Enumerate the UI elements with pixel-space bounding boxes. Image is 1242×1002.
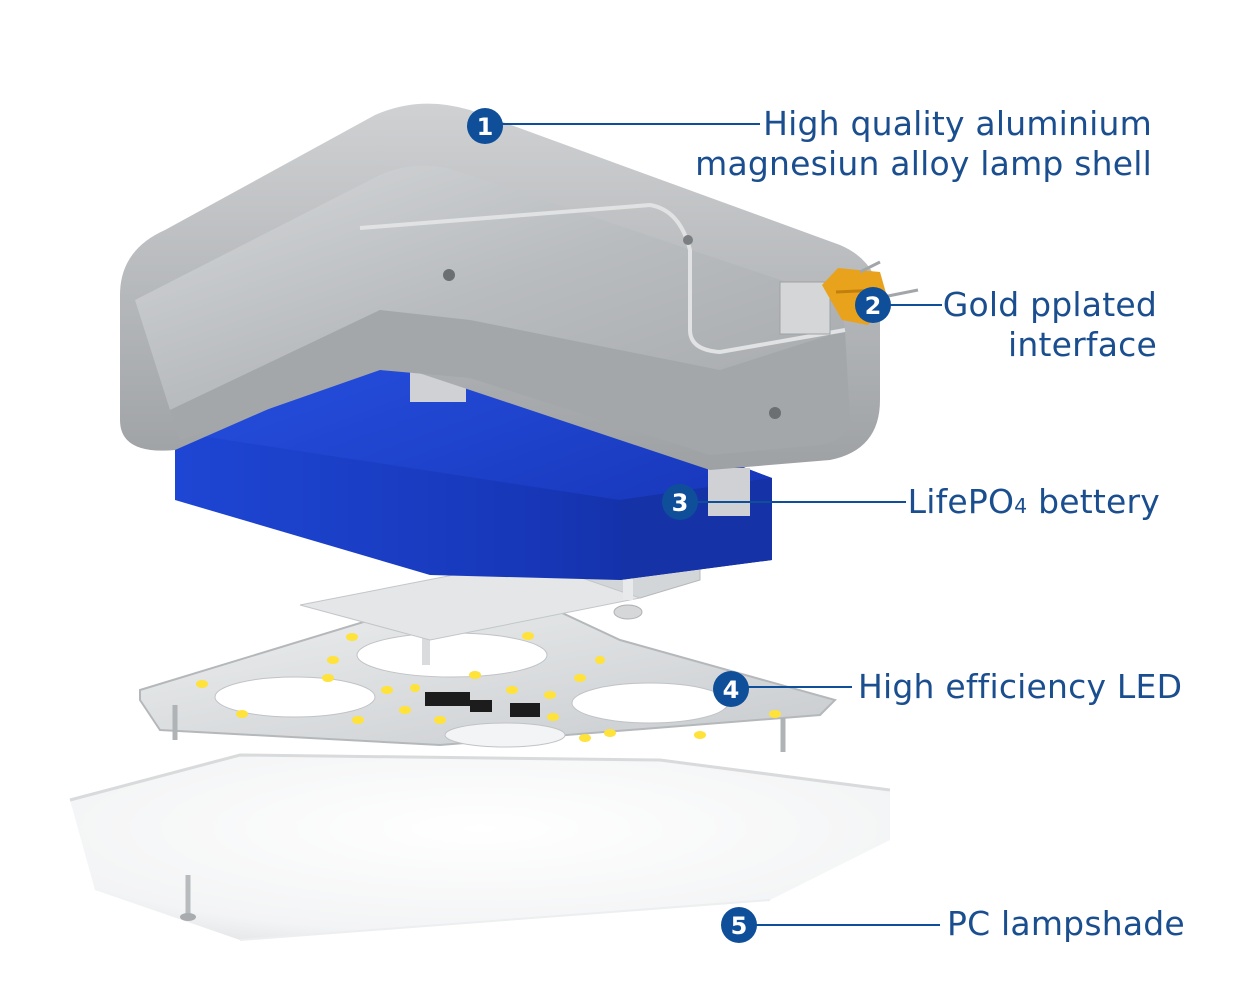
led-chips <box>196 632 781 742</box>
callout-4-marker: 4 <box>713 671 852 707</box>
led-plate <box>139 610 837 752</box>
driver-chip <box>425 692 470 706</box>
callout-1-line-1: High quality aluminium <box>763 104 1152 143</box>
aluminium-lamp-shell <box>120 103 880 471</box>
callout-1-number: 1 <box>477 113 494 141</box>
callout-2-number: 2 <box>865 292 882 320</box>
callout-4-line-1: High efficiency LED <box>858 667 1183 706</box>
callout-5-number: 5 <box>731 912 748 940</box>
callout-1-marker: 1 <box>467 108 760 144</box>
callout-5-label: PC lampshade <box>947 904 1185 944</box>
callout-4-number: 4 <box>723 676 740 704</box>
callout-5-line-1: PC lampshade <box>947 904 1185 943</box>
callout-5-marker: 5 <box>721 907 940 943</box>
callout-2-marker: 2 <box>855 287 942 323</box>
callout-2-line-1: Gold pplated <box>942 285 1157 324</box>
callout-3-marker: 3 <box>662 484 906 520</box>
callout-3-text-subscript: 4 <box>1014 494 1028 518</box>
callout-4-label: High efficiency LED <box>858 667 1182 707</box>
callout-3-text-main: LifePO <box>907 482 1015 521</box>
callout-2-label: Gold pplated interface <box>943 285 1157 365</box>
callout-1-label: High quality aluminium magnesiun alloy l… <box>695 104 1152 184</box>
callout-3-text-after: bettery <box>1027 482 1160 521</box>
callout-3-label: LifePO4 bettery <box>908 482 1160 526</box>
callout-1-line-2: magnesiun alloy lamp shell <box>695 144 1152 183</box>
callout-2-line-2: interface <box>1008 325 1157 364</box>
pc-lampshade <box>69 753 891 941</box>
callout-3-number: 3 <box>672 489 689 517</box>
